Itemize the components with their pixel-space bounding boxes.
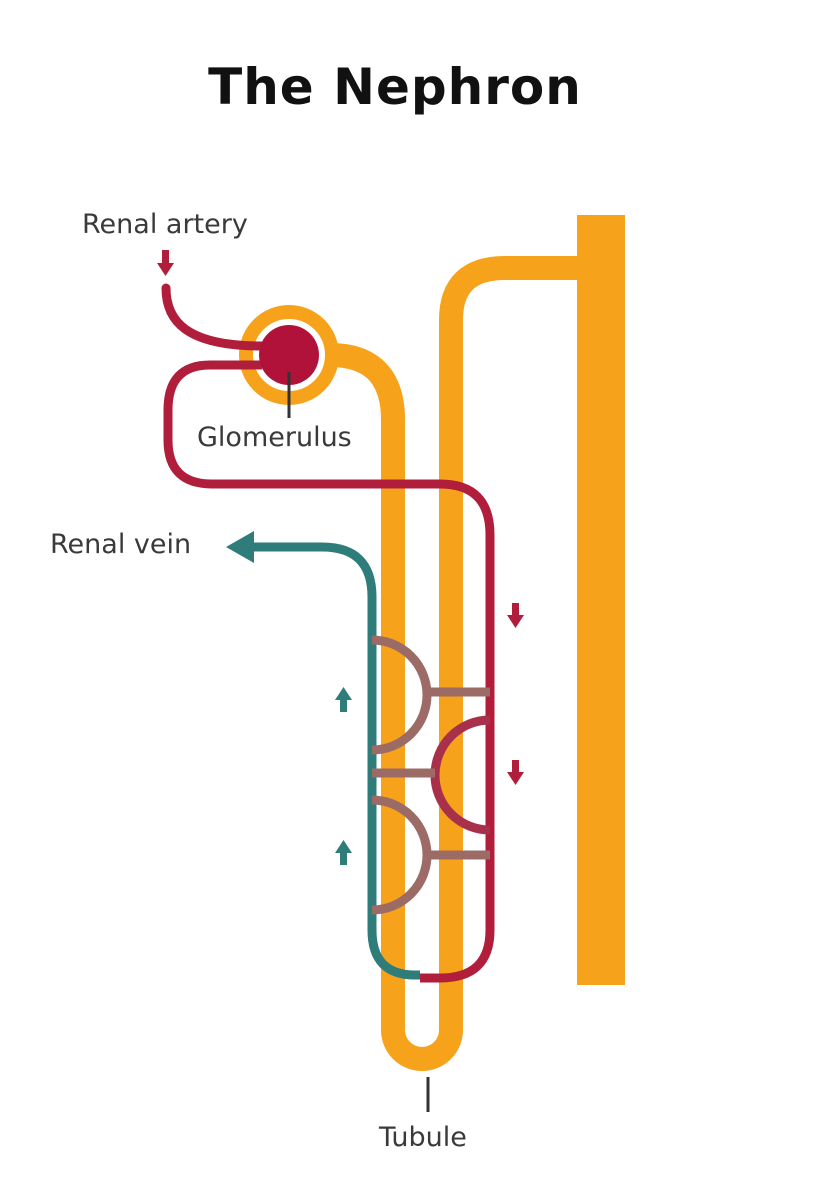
renal-artery-vessel [161,283,267,351]
renal-vein-vessel [252,542,420,980]
label-glomerulus: Glomerulus [197,422,352,453]
tubule-loop [329,256,580,1071]
label-renal-artery: Renal artery [82,209,248,240]
renal-vein-arrowhead [226,531,254,563]
vein-flow-arrow-upper [335,687,352,712]
capillary-arc-upper-left [371,635,432,755]
efferent-arteriole [163,360,495,983]
collecting-duct [577,215,625,985]
vein-flow-arrow-lower [335,840,352,865]
diagram-title: The Nephron [208,58,582,116]
artery-flow-arrow-top [157,250,174,276]
label-tubule: Tubule [379,1122,467,1153]
label-renal-vein: Renal vein [50,529,192,560]
capillary-arc-lower-left [371,795,432,915]
glomerulus [259,325,319,385]
artery-flow-arrow-lower [507,760,524,785]
artery-flow-arrow-middle [507,603,524,628]
